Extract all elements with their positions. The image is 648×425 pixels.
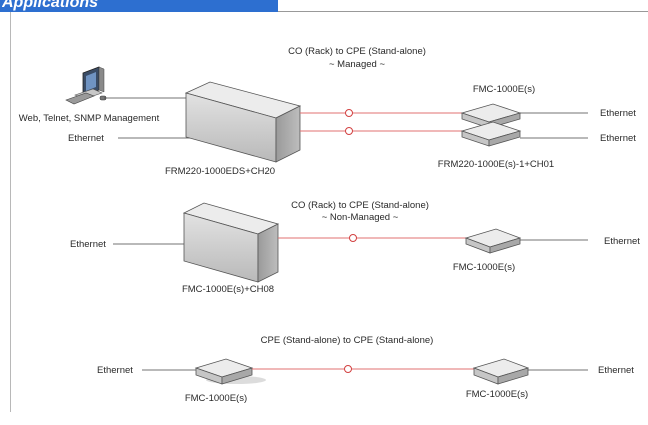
frame-left-rule [10,12,11,412]
scenario-subtitle: ~ Managed ~ [329,59,385,70]
scenario-title: CPE (Stand-alone) to CPE (Stand-alone) [261,335,434,346]
media-converter-icon [194,358,266,385]
media-converter-icon [464,228,522,254]
computer-icon [65,66,107,105]
ethernet-label-left: Ethernet [70,239,106,250]
scenario-non-managed: CO (Rack) to CPE (Stand-alone) ~ Non-Man… [70,200,640,295]
ethernet-label-right: Ethernet [598,365,634,376]
chassis-icon [184,81,302,163]
fiber-connector-icon [345,127,353,135]
remote-device-label-top: FMC-1000E(s) [473,84,535,95]
ethernet-label-right-bottom: Ethernet [600,133,636,144]
scenario-cpe-to-cpe: CPE (Stand-alone) to CPE (Stand-alone) E… [97,335,634,404]
frame-top-rule [278,11,648,12]
fiber-connector-icon [349,234,357,242]
section-banner: Applications [0,0,278,12]
remote-device-label: FMC-1000E(s) [453,262,515,273]
chassis-icon [182,202,280,283]
management-label: Web, Telnet, SNMP Management [19,113,160,124]
scenario-title: CO (Rack) to CPE (Stand-alone) [288,46,426,57]
fiber-connector-icon [345,109,353,117]
scenario-title: CO (Rack) to CPE (Stand-alone) [291,200,429,211]
ethernet-label-right: Ethernet [604,236,640,247]
remote-device-label-bottom: FRM220-1000E(s)-1+CH01 [438,159,554,170]
chassis-label: FMC-1000E(s)+CH08 [182,284,274,295]
scenario-subtitle: ~ Non-Managed ~ [322,212,399,223]
scenario-managed: CO (Rack) to CPE (Stand-alone) ~ Managed… [19,46,637,177]
media-converter-icon [472,358,530,385]
right-device-label: FMC-1000E(s) [466,389,528,400]
chassis-label: FRM220-1000EDS+CH20 [165,166,275,177]
banner-title: Applications [2,0,99,11]
media-converter-icon [460,121,522,147]
ethernet-label-right-top: Ethernet [600,108,636,119]
fiber-connector-icon [344,365,352,373]
ethernet-label-left: Ethernet [68,133,104,144]
ethernet-label-left: Ethernet [97,365,133,376]
left-device-label: FMC-1000E(s) [185,393,247,404]
